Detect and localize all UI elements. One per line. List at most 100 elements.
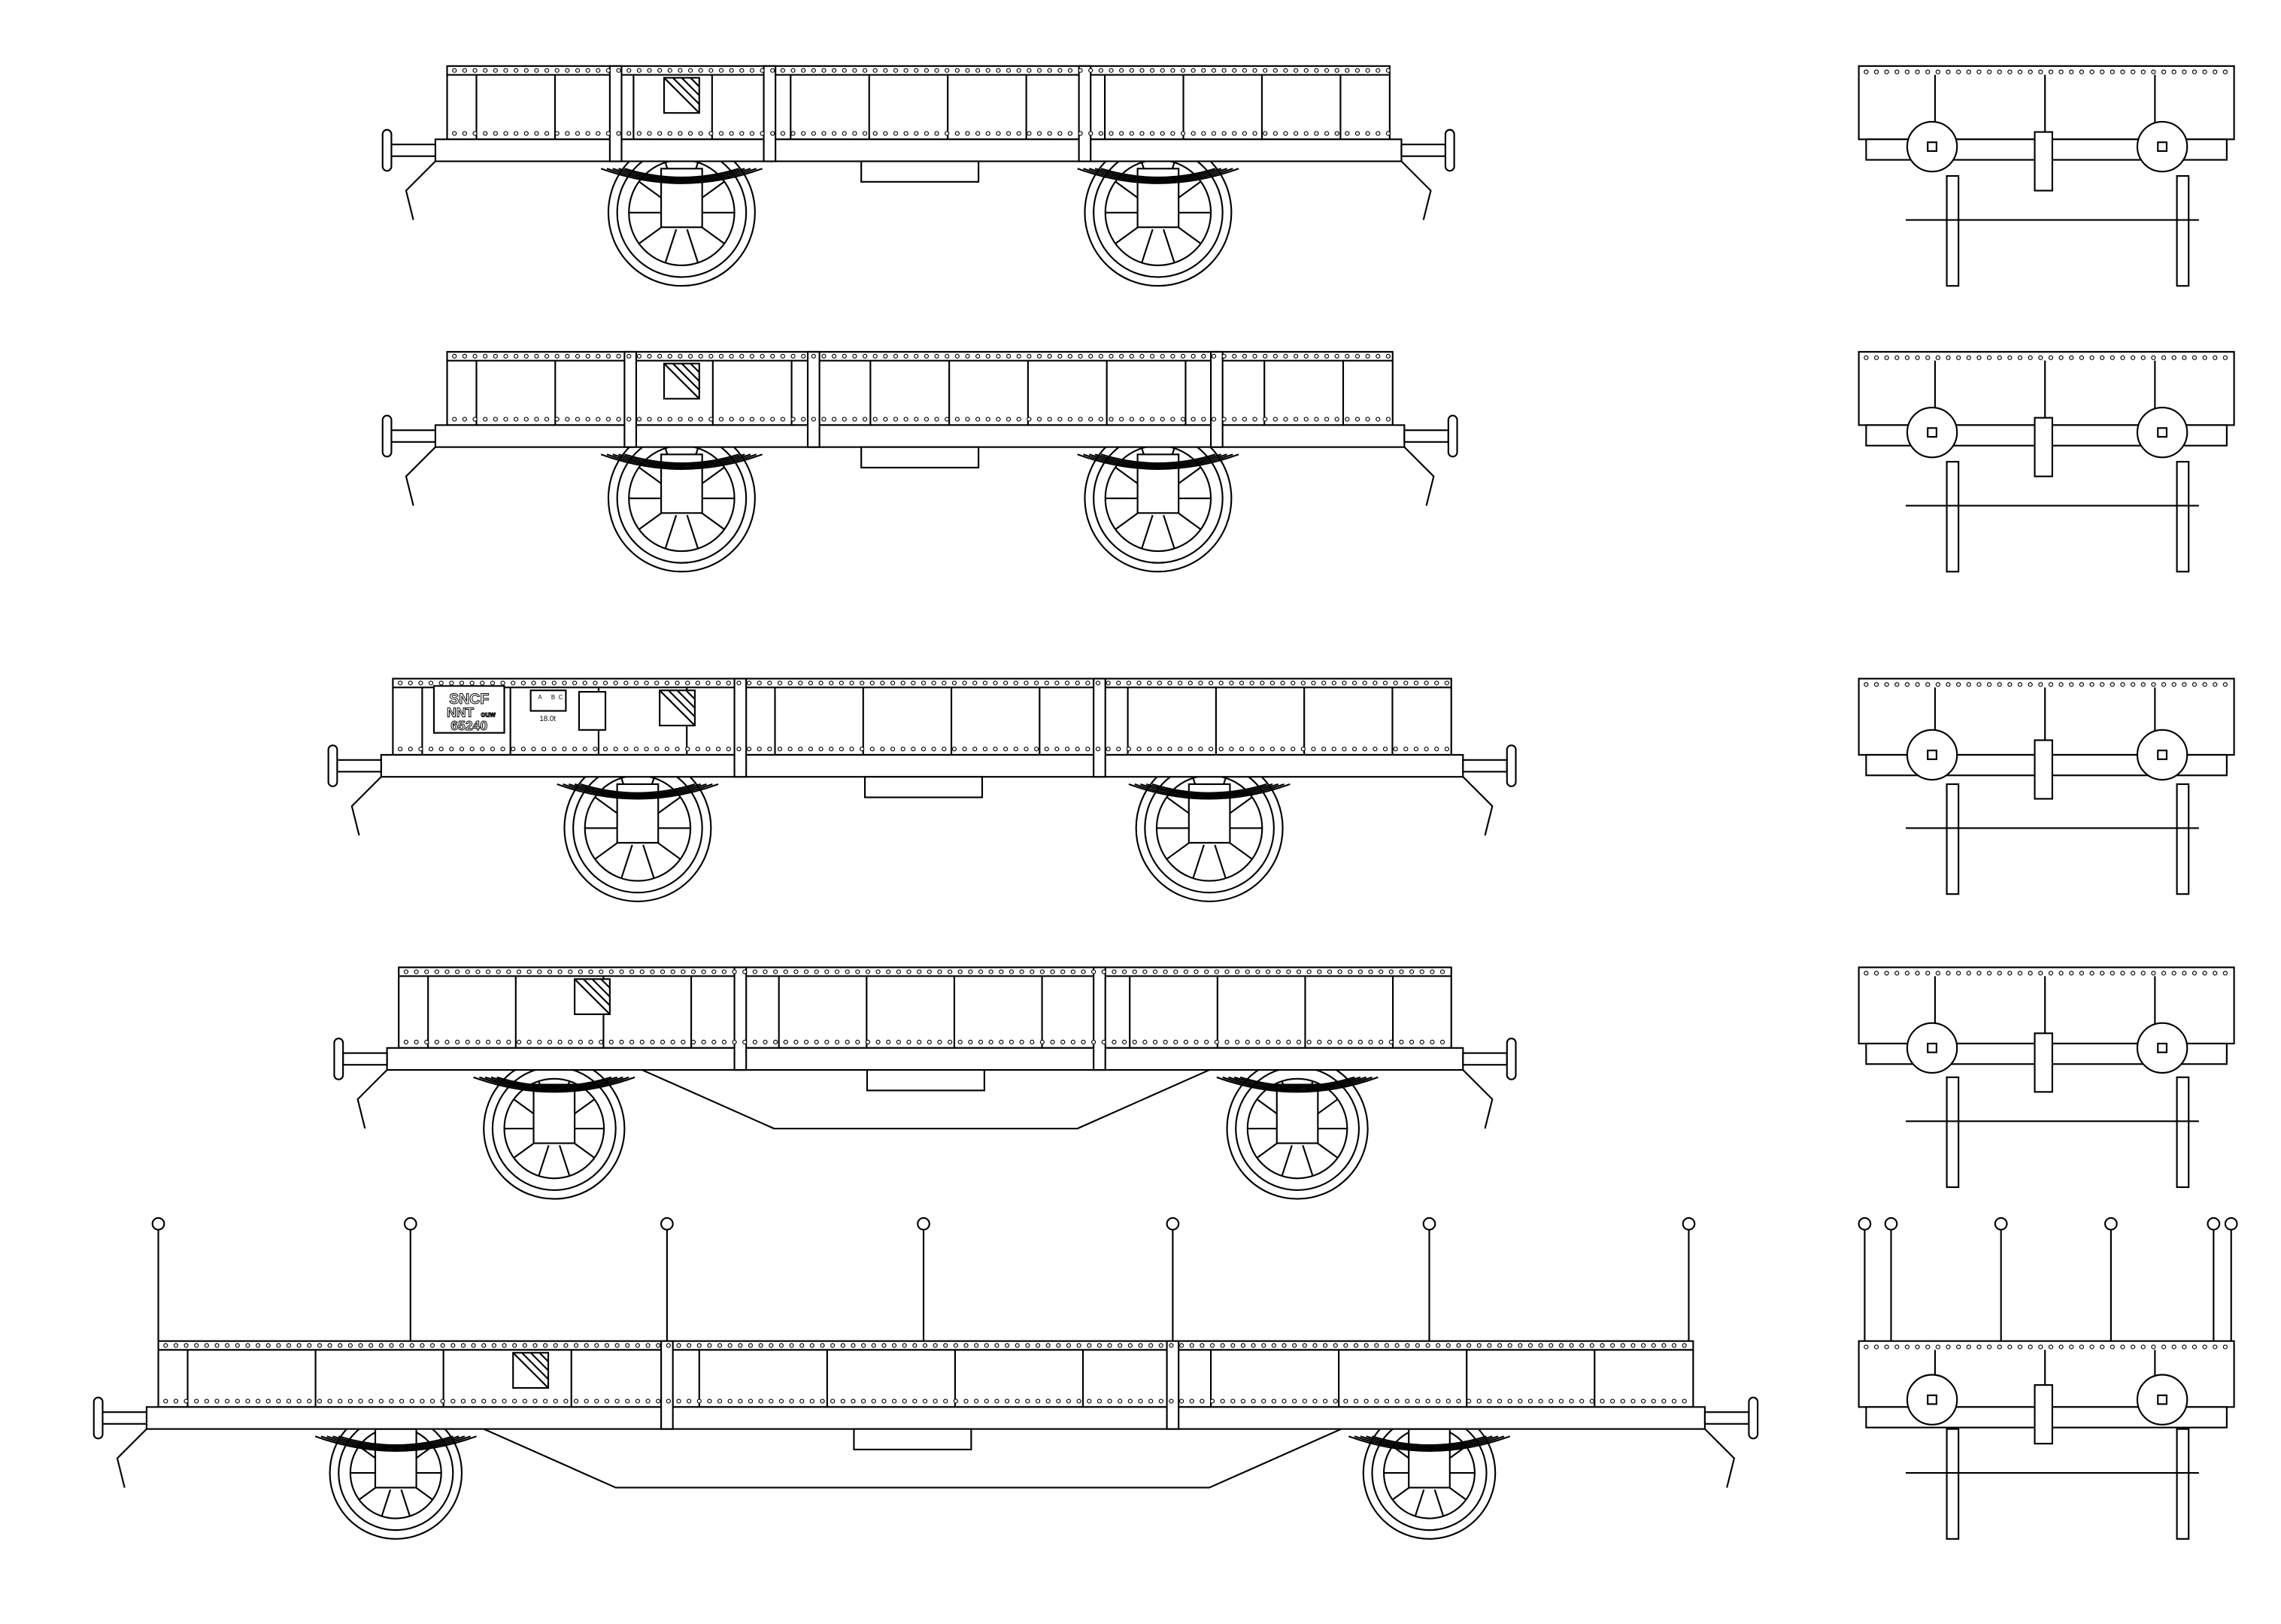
rivet xyxy=(994,1398,999,1404)
rivet xyxy=(903,417,908,422)
rivet xyxy=(1255,969,1260,974)
rivet xyxy=(502,1343,507,1348)
rivet xyxy=(2069,971,2074,976)
rivet xyxy=(942,747,947,752)
rivet xyxy=(444,1039,450,1045)
leaf-spring xyxy=(1094,453,1222,466)
rivet xyxy=(483,353,488,359)
rivet xyxy=(1314,68,1319,73)
coupling xyxy=(350,776,382,836)
rivet xyxy=(1306,1039,1312,1045)
rivet xyxy=(2151,1344,2156,1350)
rivet xyxy=(588,969,593,974)
rivet xyxy=(399,1398,405,1404)
rivet xyxy=(616,68,621,73)
rivet xyxy=(1864,971,1869,976)
rivet xyxy=(752,969,757,974)
rivet xyxy=(2079,1344,2085,1350)
door-post xyxy=(1078,65,1092,162)
rivet xyxy=(2089,69,2094,74)
rivet xyxy=(2192,355,2198,360)
buffer-head xyxy=(1444,129,1455,172)
rivet xyxy=(596,353,601,359)
rivet xyxy=(369,1398,374,1404)
rivet xyxy=(729,417,734,422)
rivet xyxy=(1220,1343,1225,1348)
rivet xyxy=(526,1039,532,1045)
rivet xyxy=(749,131,755,136)
rivet xyxy=(424,1039,429,1045)
rivet xyxy=(789,1398,794,1404)
rivet xyxy=(440,1343,445,1348)
rivet xyxy=(656,1343,661,1348)
end-view-3 xyxy=(1858,677,2235,895)
rivet xyxy=(452,68,457,73)
rivet xyxy=(582,747,587,752)
rivet xyxy=(1589,1343,1594,1348)
rivet xyxy=(1039,969,1045,974)
rivet xyxy=(934,417,939,422)
rivet xyxy=(531,680,536,686)
leaf-spring xyxy=(618,168,745,180)
rivet xyxy=(604,1343,610,1348)
rivet xyxy=(951,680,957,686)
wheel-spoke xyxy=(400,1489,411,1516)
rivet xyxy=(1884,971,1889,976)
rivet xyxy=(534,68,539,73)
rivet xyxy=(1303,131,1309,136)
rivet xyxy=(777,680,783,686)
rivet xyxy=(1047,353,1052,359)
rivet xyxy=(1630,1398,1636,1404)
rivet xyxy=(1296,969,1302,974)
rivet xyxy=(1354,131,1360,136)
rivet xyxy=(801,353,806,359)
rivet xyxy=(184,1398,189,1404)
rivet xyxy=(1170,353,1175,359)
marking-type: NNT xyxy=(447,704,474,720)
rivet xyxy=(523,68,529,73)
rivet xyxy=(2222,971,2228,976)
rivet xyxy=(770,417,775,422)
rivet xyxy=(2100,682,2105,687)
rivet xyxy=(975,353,981,359)
rivet xyxy=(869,747,875,752)
rivet xyxy=(1191,353,1196,359)
rivet xyxy=(1306,969,1312,974)
rivet xyxy=(2202,971,2207,976)
rivet xyxy=(2100,355,2105,360)
rivet xyxy=(512,1398,517,1404)
wheel-spoke xyxy=(1414,1489,1425,1516)
rivet xyxy=(891,1398,897,1404)
rivet xyxy=(1163,969,1168,974)
wheel-edge xyxy=(2176,461,2190,573)
rivet xyxy=(1925,69,1931,74)
rivet xyxy=(667,131,672,136)
rivet xyxy=(695,680,700,686)
rivet xyxy=(871,1398,876,1404)
rivet xyxy=(449,747,454,752)
rivet xyxy=(770,353,775,359)
rivet xyxy=(1600,1343,1605,1348)
rivet xyxy=(1240,1343,1246,1348)
rivet xyxy=(883,68,888,73)
wheel-spoke xyxy=(381,1489,392,1516)
rivet xyxy=(818,747,824,752)
class-c: C xyxy=(559,694,563,701)
rivet xyxy=(1314,353,1319,359)
rivet xyxy=(821,417,827,422)
rivet xyxy=(1497,1398,1503,1404)
rivet xyxy=(975,68,981,73)
rivet xyxy=(711,1039,717,1045)
rivet xyxy=(831,68,837,73)
wheel-spoke xyxy=(1281,1144,1293,1177)
rivet xyxy=(676,1398,681,1404)
rivet xyxy=(1904,1344,1910,1350)
rivet xyxy=(542,1343,548,1348)
mesh xyxy=(681,77,700,96)
rivet xyxy=(1884,69,1889,74)
rivet xyxy=(1873,682,1879,687)
rivet xyxy=(862,68,868,73)
rivet xyxy=(608,969,614,974)
rivet xyxy=(924,68,930,73)
rivet xyxy=(1232,353,1237,359)
